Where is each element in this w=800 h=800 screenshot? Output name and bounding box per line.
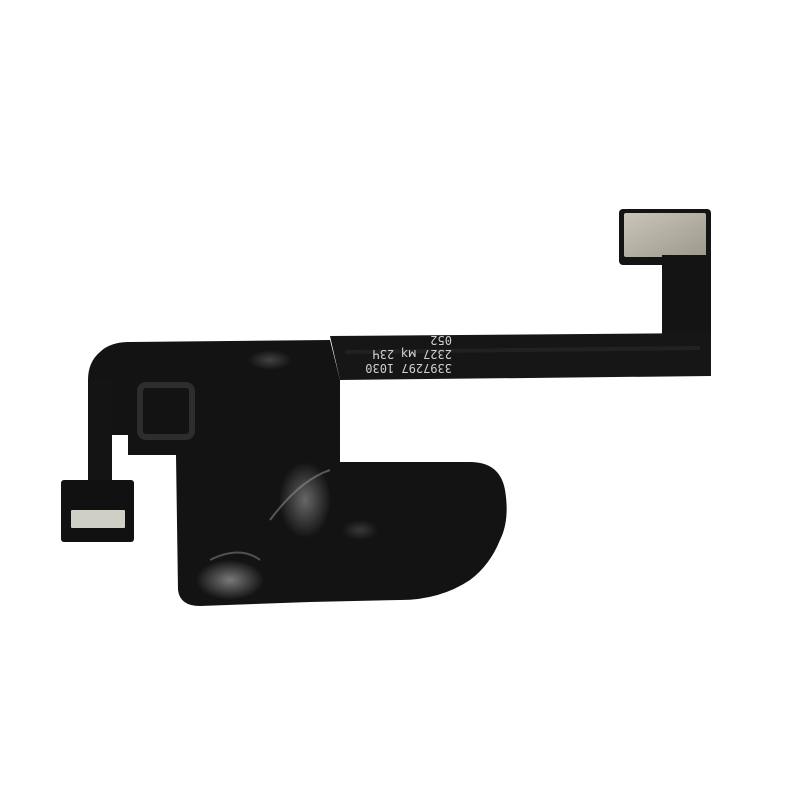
ribbon-sheen <box>345 346 700 354</box>
printed-line-2: 2327 мʞ 23Ч <box>373 347 452 361</box>
left-connector-pad <box>71 510 125 528</box>
square-component <box>137 382 195 440</box>
surface-smudges <box>196 350 378 600</box>
horizontal-ribbon <box>330 333 711 380</box>
right-connector-pad <box>624 213 706 257</box>
right-connector <box>619 209 711 265</box>
left-connector <box>61 480 134 542</box>
printed-line-3: 052 <box>430 333 452 347</box>
left-connector-stem <box>88 380 112 485</box>
printed-line-1: 3397297 1030 <box>365 361 452 375</box>
printed-label: 3397297 1030 2327 мʞ 23Ч 052 <box>365 333 452 375</box>
